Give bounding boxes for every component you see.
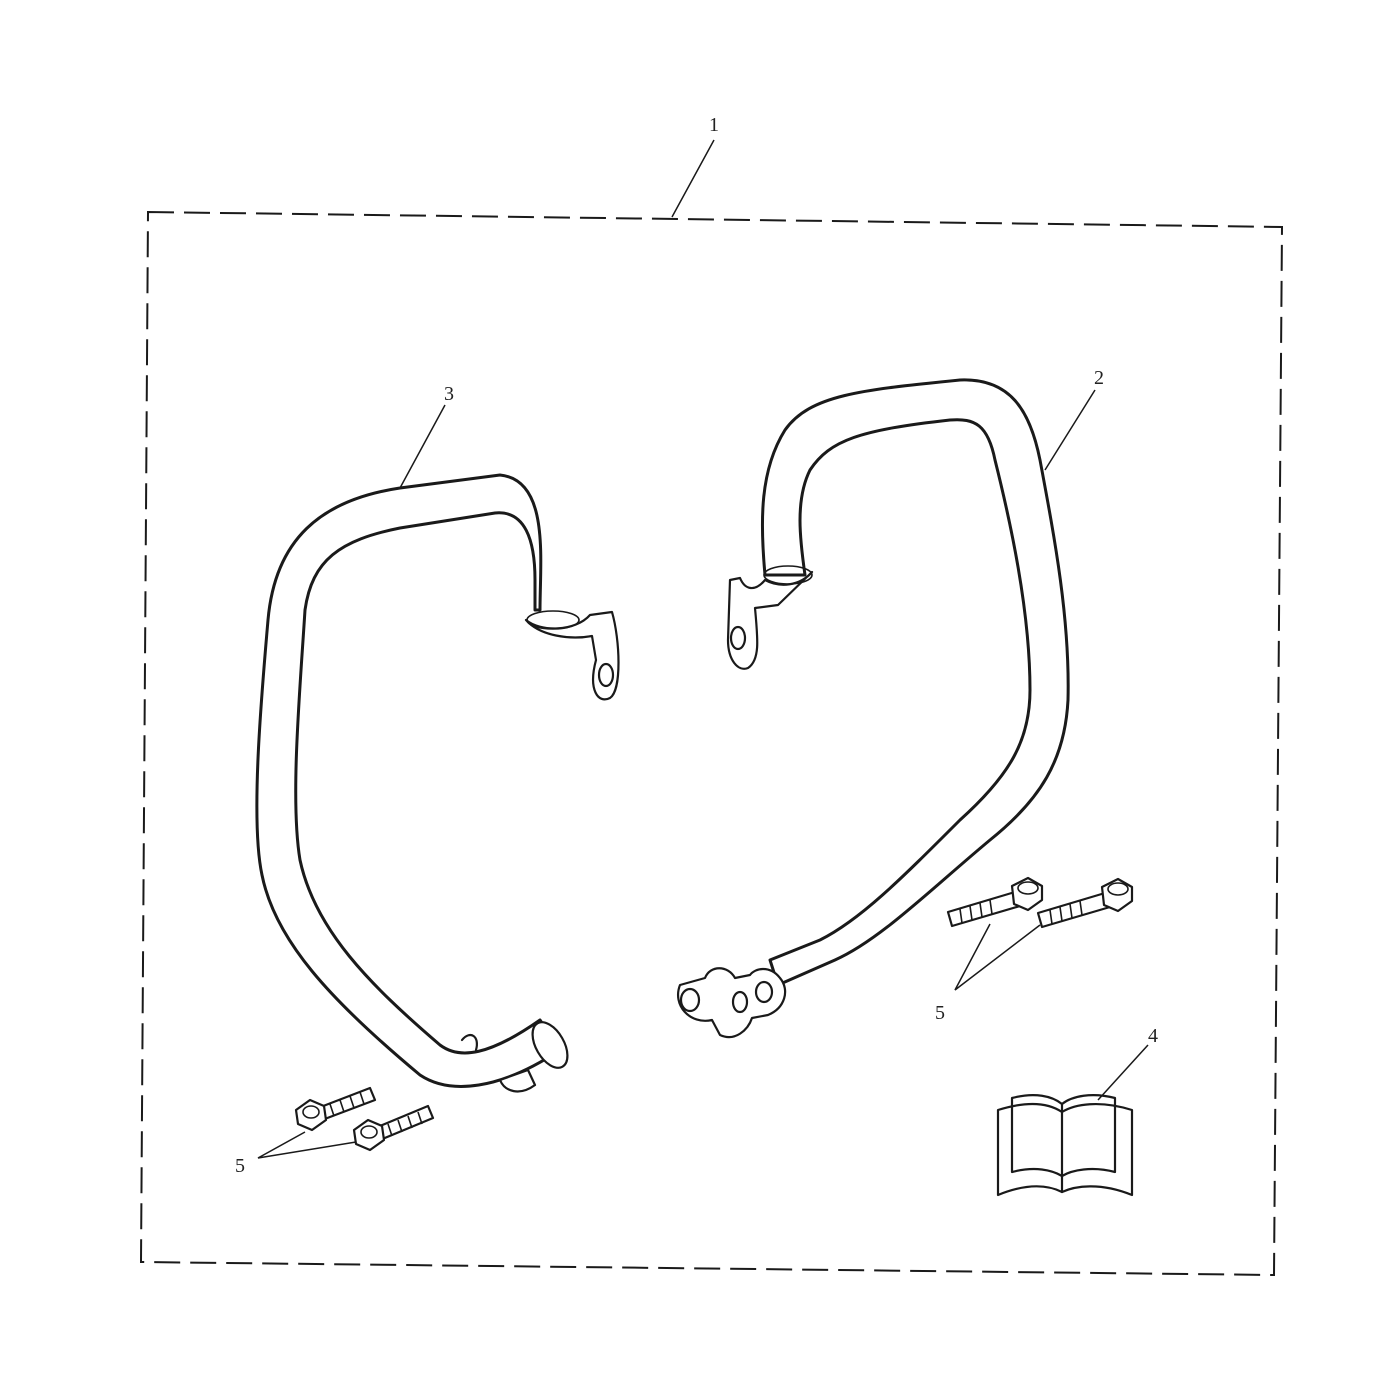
callout-4-leader — [1097, 1044, 1149, 1101]
callout-1-leader — [671, 139, 715, 218]
right-crash-bar — [677, 378, 1070, 1039]
bolt-left-1 — [294, 1086, 377, 1132]
right-lower-plate — [677, 967, 787, 1039]
callout-5-left: 5 — [235, 1155, 245, 1177]
bolt-right-2 — [1036, 877, 1134, 929]
callout-1: 1 — [709, 114, 719, 136]
instruction-manual-icon — [996, 1094, 1134, 1197]
callout-3-leader — [399, 404, 446, 489]
callout-2: 2 — [1094, 367, 1104, 389]
callout-5-left-leader — [257, 1131, 357, 1159]
callout-4: 4 — [1148, 1025, 1158, 1047]
left-crash-bar — [255, 473, 620, 1093]
left-lower-flange — [531, 1021, 569, 1069]
callout-5-right-leader — [954, 923, 1041, 991]
callout-3: 3 — [444, 383, 454, 405]
right-upper-bracket — [726, 570, 814, 670]
kit-boundary — [139, 210, 1284, 1277]
callout-2-leader — [1044, 389, 1096, 471]
bolt-left-2 — [352, 1104, 435, 1152]
bolt-right-1 — [946, 876, 1044, 928]
callout-5-right: 5 — [935, 1002, 945, 1024]
